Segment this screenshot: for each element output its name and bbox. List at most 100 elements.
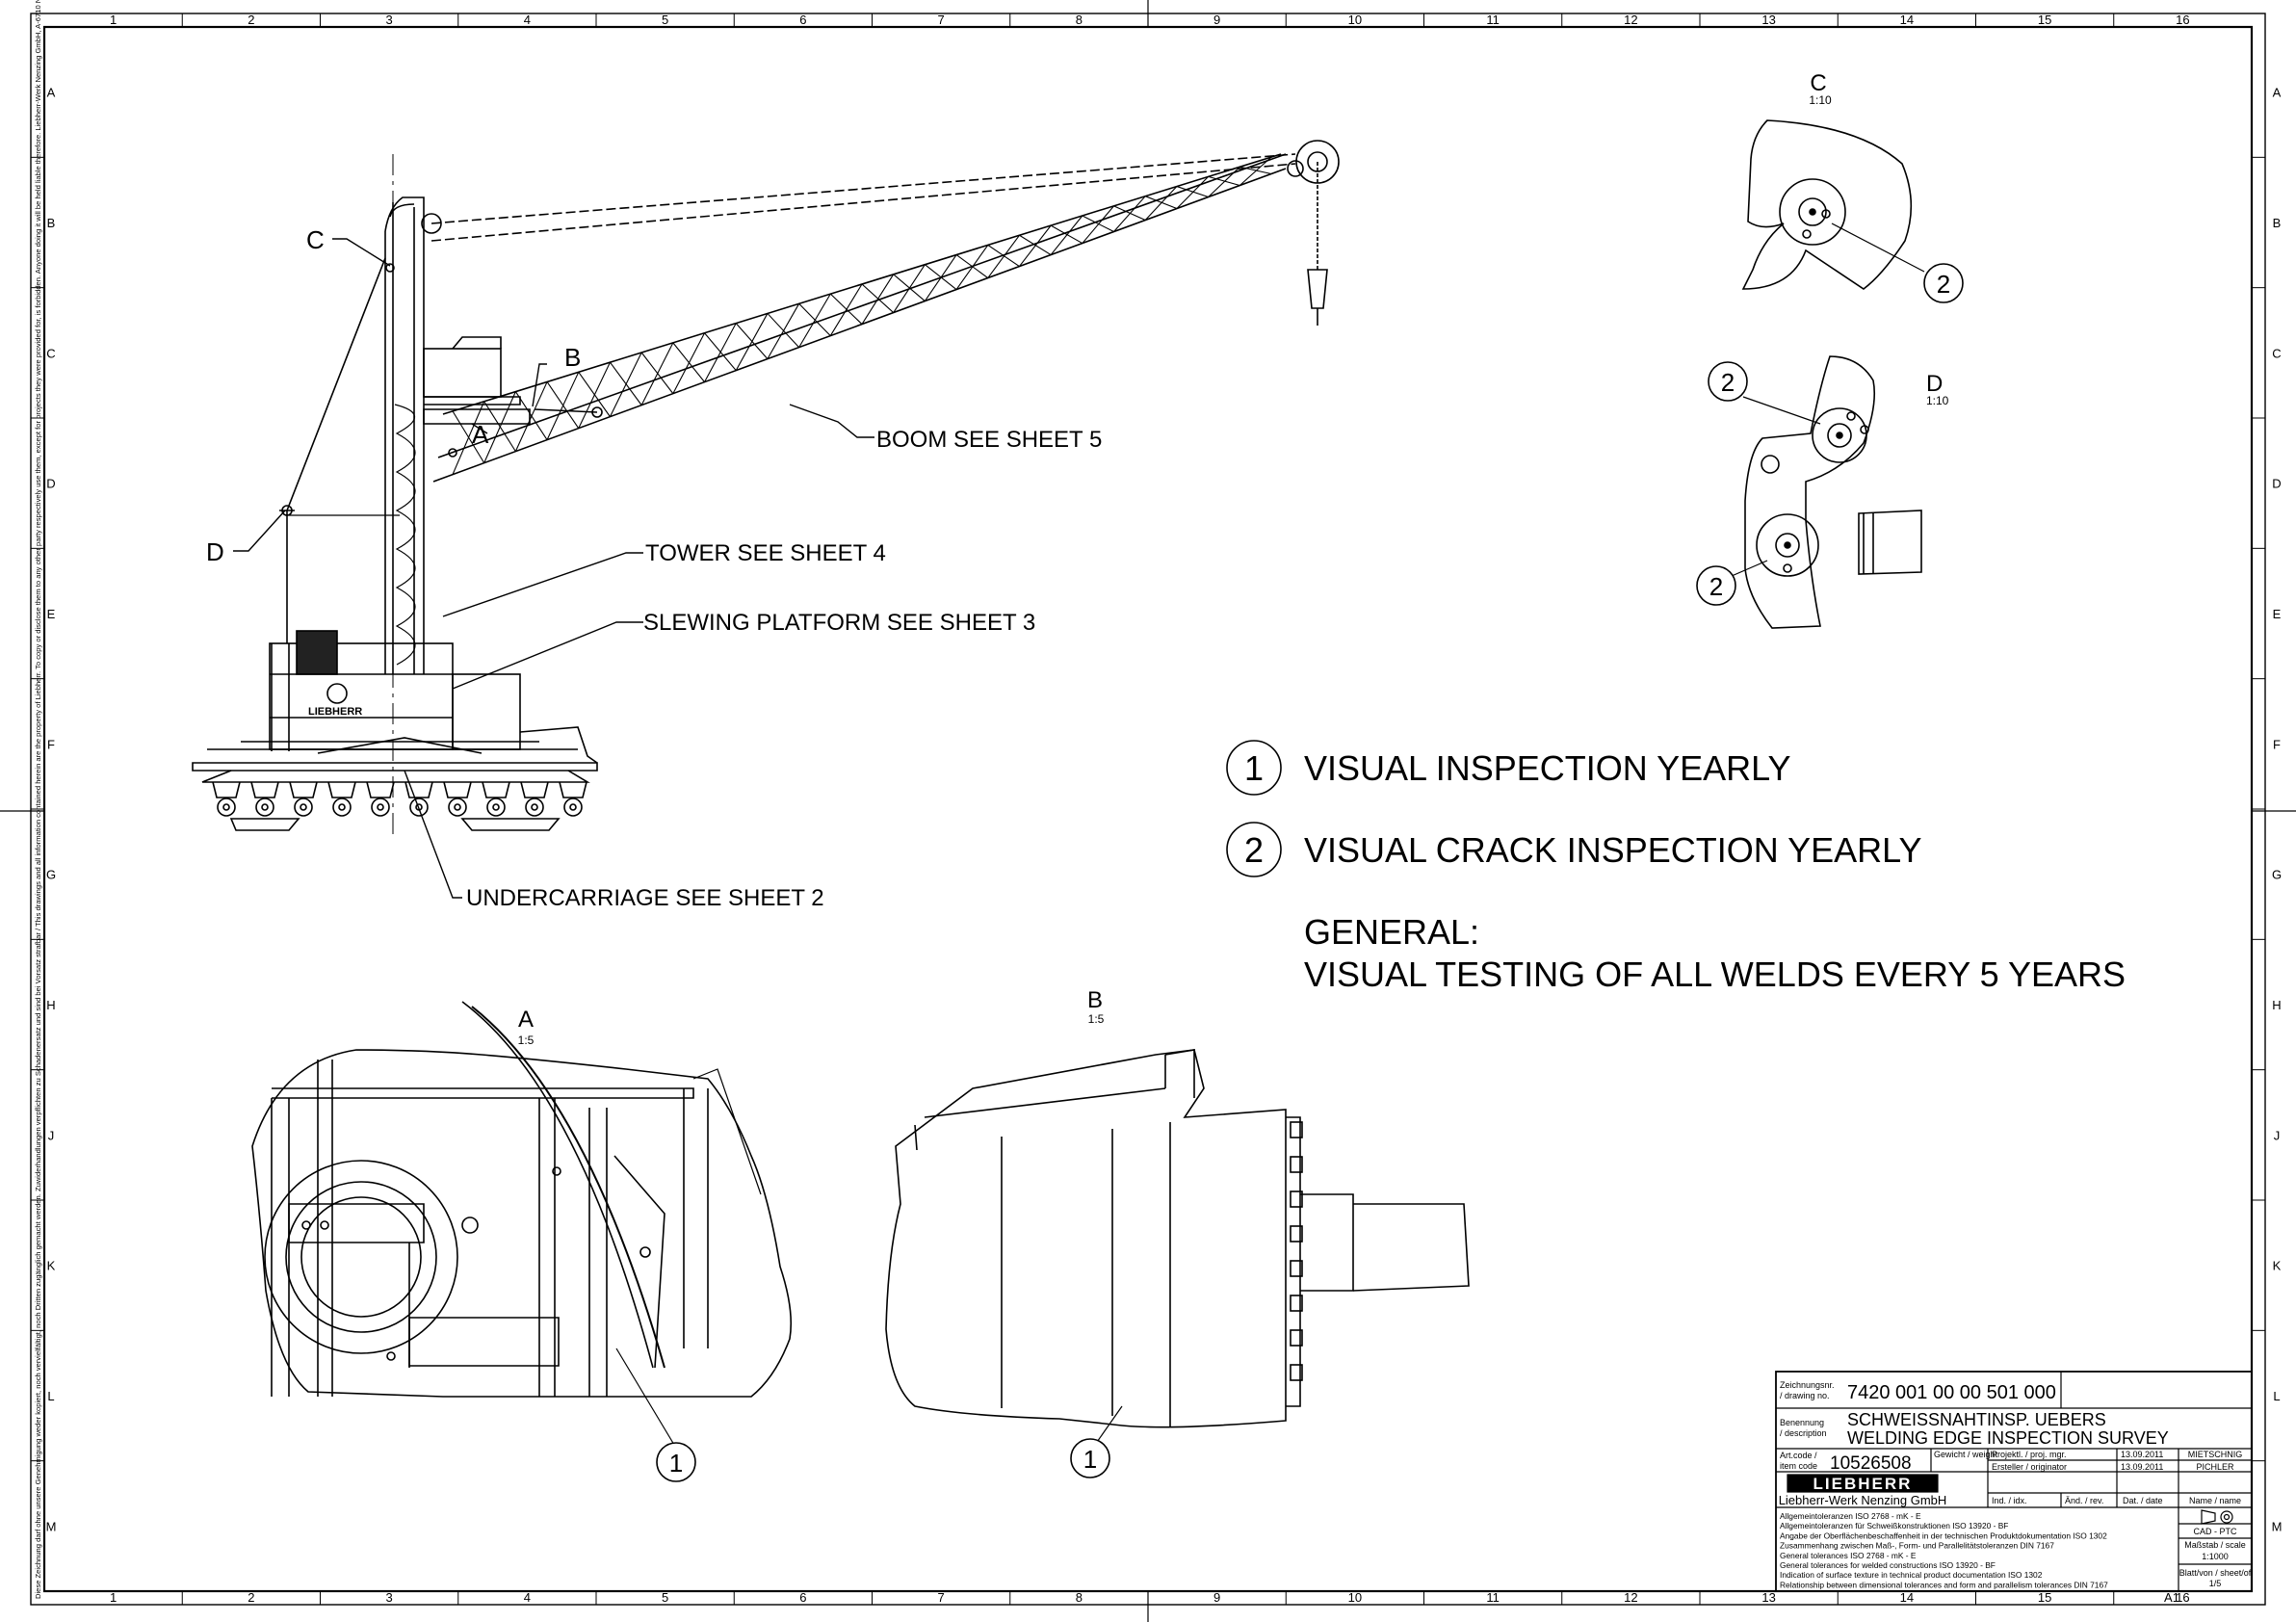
callout-undercarriage: UNDERCARRIAGE SEE SHEET 2 (466, 885, 824, 911)
marker-2-detail-d-bottom: 2 (1709, 572, 1723, 601)
detail-c-view (1741, 119, 1925, 290)
row-label: F (47, 737, 55, 751)
column-label: 11 (1486, 1590, 1500, 1605)
tolerance-note: Relationship between dimensional toleran… (1780, 1580, 2108, 1589)
legend (1226, 740, 1282, 877)
row-label: J (48, 1128, 55, 1142)
row-label: E (2273, 607, 2282, 621)
detail-a-view (251, 1001, 793, 1446)
column-label: 12 (1624, 1590, 1637, 1605)
title-weight-label: Gewicht / weight (1934, 1450, 1998, 1459)
title-name-label: Name / name (2189, 1496, 2241, 1505)
title-block (1775, 1371, 2253, 1592)
row-label: E (47, 607, 56, 621)
column-label: 15 (2038, 13, 2051, 27)
row-label: H (2272, 998, 2281, 1012)
detail-d-scale: 1:10 (1926, 394, 1949, 407)
column-label: 10 (1348, 13, 1362, 27)
callout-slewing: SLEWING PLATFORM SEE SHEET 3 (643, 610, 1035, 636)
detail-b-label: B (1087, 987, 1103, 1013)
luffing-rope (430, 153, 1296, 242)
detail-c-scale: 1:10 (1809, 93, 1832, 107)
title-proj-mgr-label: Projektl. / proj. mgr. (1992, 1450, 2067, 1459)
row-label: J (2274, 1128, 2281, 1142)
title-proj-mgr-date: 13.09.2011 (2121, 1450, 2163, 1459)
title-cad-label: CAD - PTC (2194, 1527, 2238, 1536)
legend-item-1-text: VISUAL INSPECTION YEARLY (1304, 748, 1791, 788)
title-tolerance-notes: Allgemeintoleranzen ISO 2768 - mK - EAll… (1780, 1511, 2108, 1589)
row-label: L (2273, 1389, 2280, 1403)
column-label: 10 (1348, 1590, 1362, 1605)
column-label: 14 (1900, 1590, 1914, 1605)
row-label: B (2273, 216, 2282, 230)
marker-2-detail-c: 2 (1937, 270, 1950, 299)
tower (384, 196, 531, 674)
row-label: K (47, 1259, 56, 1273)
slewing-platform: LIEBHERR (269, 630, 598, 764)
column-label: 7 (938, 13, 945, 27)
marker-1-detail-a: 1 (669, 1449, 683, 1478)
marker-2-detail-d-top: 2 (1721, 368, 1735, 397)
title-originator-date: 13.09.2011 (2121, 1462, 2163, 1472)
flange-bolts (1290, 1121, 1303, 1381)
title-art-code-label-1: Art.code / (1780, 1451, 1817, 1460)
row-label: C (2272, 346, 2281, 360)
row-label: D (2272, 477, 2281, 491)
legend-item-1-number: 1 (1244, 748, 1264, 788)
row-label: M (46, 1519, 57, 1533)
tolerance-note: General tolerances for welded constructi… (1780, 1560, 1996, 1570)
title-format: A1 (2164, 1590, 2179, 1605)
column-label: 1 (110, 1590, 117, 1605)
detail-d-label: D (1926, 371, 1943, 397)
column-label: 6 (799, 13, 806, 27)
column-label: 8 (1076, 1590, 1083, 1605)
row-label: B (47, 216, 56, 230)
title-ind-label: Ind. / idx. (1992, 1496, 2027, 1505)
title-projection-symbol (2201, 1509, 2233, 1525)
column-label: 9 (1213, 1590, 1220, 1605)
title-scale-label: Maßstab / scale (2184, 1540, 2246, 1550)
column-label: 13 (1761, 1590, 1775, 1605)
title-scale-value: 1:1000 (2202, 1552, 2229, 1561)
svg-text:LIEBHERR: LIEBHERR (308, 706, 362, 718)
crane-elevation: LIEBHERR (192, 140, 1340, 838)
row-label: G (46, 868, 56, 882)
row-label: A (2273, 86, 2282, 100)
row-ticks (31, 156, 2265, 1462)
detail-a-label: A (518, 1007, 534, 1033)
detail-b-scale: 1:5 (1088, 1012, 1105, 1026)
detail-c-label: C (1810, 70, 1826, 96)
undercarriage (192, 737, 598, 831)
column-label: 12 (1624, 13, 1637, 27)
column-label: 2 (248, 13, 254, 27)
callout-d: D (206, 537, 224, 566)
column-label: 5 (662, 13, 668, 27)
row-label: G (2272, 868, 2282, 882)
column-label: 3 (386, 13, 393, 27)
detail-d-view (1731, 355, 1922, 629)
detail-b-view (885, 1049, 1470, 1455)
column-label: 9 (1213, 13, 1220, 27)
guy-rope (279, 257, 386, 643)
title-logo: LIEBHERR (1813, 1475, 1913, 1493)
tolerance-note: Zusammenhang zwischen Maß-, Form- und Pa… (1780, 1541, 2054, 1551)
tolerance-note: Indication of surface texture in technic… (1780, 1570, 2043, 1580)
title-proj-mgr-name: MIETSCHNIG (2188, 1450, 2243, 1459)
column-label: 11 (1486, 13, 1500, 27)
column-label: 16 (2176, 13, 2189, 27)
title-sheet-label: Blatt/von / sheet/of (2179, 1568, 2252, 1578)
detail-a-scale: 1:5 (518, 1033, 535, 1047)
callout-b: B (564, 343, 581, 372)
column-label: 4 (524, 13, 531, 27)
title-company: Liebherr-Werk Nenzing GmbH (1779, 1493, 1947, 1507)
title-drawing-no: 7420 001 00 00 501 000 (1847, 1382, 2056, 1403)
title-originator-label: Ersteller / originator (1992, 1462, 2067, 1472)
title-drawing-no-label-2: / drawing no. (1780, 1391, 1830, 1400)
title-description-line2: WELDING EDGE INSPECTION SURVEY (1847, 1428, 2169, 1448)
row-label: F (2273, 737, 2281, 751)
column-label: 5 (662, 1590, 668, 1605)
legend-item-2-text: VISUAL CRACK INSPECTION YEARLY (1304, 830, 1922, 870)
